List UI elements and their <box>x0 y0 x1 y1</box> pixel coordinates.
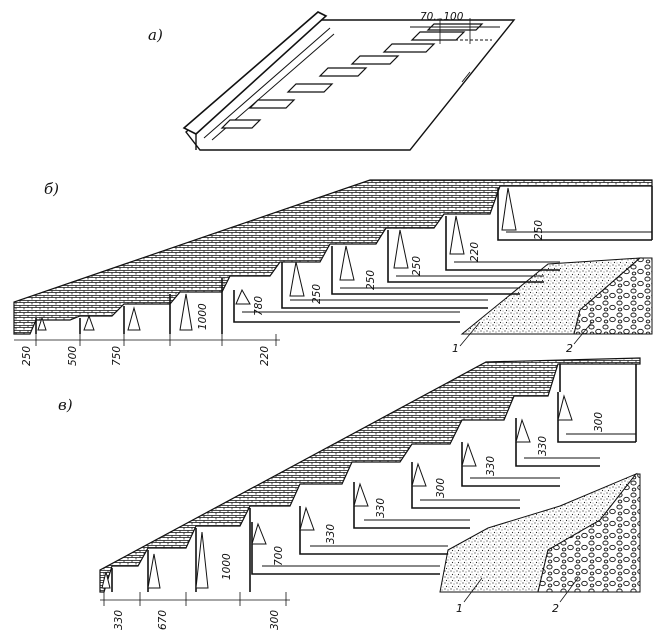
panel-v-callout-1: 1 <box>456 602 463 615</box>
panel-v: в) <box>58 357 641 630</box>
panel-b-gravel-layer <box>573 257 653 335</box>
panel-v-step-dim-8: 300 <box>593 412 605 432</box>
panel-a: а) 70...100 <box>148 11 516 151</box>
panel-v-label: в) <box>58 396 73 414</box>
panel-b: б) <box>13 179 653 366</box>
panel-b-bottom-dim-1: 250 <box>21 346 33 366</box>
panel-v-bottom-dim-1: 330 <box>113 610 125 630</box>
panel-b-step-dim-2: 780 <box>253 296 265 316</box>
panel-v-wedges <box>101 394 573 589</box>
panel-v-bottom-dim-3: 300 <box>269 610 281 630</box>
panel-v-step-dim-4: 330 <box>375 498 387 518</box>
panel-b-wedges <box>37 187 517 331</box>
panel-v-step-dim-7: 330 <box>537 436 549 456</box>
panel-b-masonry <box>13 179 653 335</box>
panel-b-steps <box>35 186 653 334</box>
panel-v-step-dim-6: 330 <box>485 456 497 476</box>
panel-b-step-dim-1: 1000 <box>197 303 209 330</box>
panel-a-dimension: 70...100 <box>420 11 464 23</box>
panel-b-bottom-dim-3: 750 <box>111 346 123 366</box>
panel-b-step-dim-3: 250 <box>311 284 323 304</box>
panel-b-step-dim-4: 250 <box>365 270 377 290</box>
panel-a-label: а) <box>148 26 163 44</box>
panel-v-step-dim-3: 330 <box>325 524 337 544</box>
panel-a-edge-bar <box>182 11 328 135</box>
panel-b-bottom-dim-2: 500 <box>67 346 79 366</box>
panel-b-bottom-dim-4: 220 <box>259 346 271 366</box>
panel-v-callout-2: 2 <box>552 602 559 615</box>
panel-v-gravel-layer <box>537 473 641 593</box>
panel-v-steps <box>111 364 637 592</box>
panel-v-step-dim-2: 700 <box>273 546 285 566</box>
panel-b-callout-2: 2 <box>566 342 573 355</box>
panel-b-step-dim-7: 250 <box>533 220 545 240</box>
panel-b-callout-1: 1 <box>452 342 459 355</box>
panel-v-step-dim-5: 300 <box>435 478 447 498</box>
panel-b-label: б) <box>44 180 59 198</box>
panel-b-step-dim-5: 250 <box>411 256 423 276</box>
panel-b-step-dim-6: 220 <box>469 242 481 262</box>
panel-v-step-dim-1: 1000 <box>221 553 233 580</box>
panel-v-bottom-dim-2: 670 <box>157 610 169 630</box>
panel-v-masonry <box>99 357 641 593</box>
